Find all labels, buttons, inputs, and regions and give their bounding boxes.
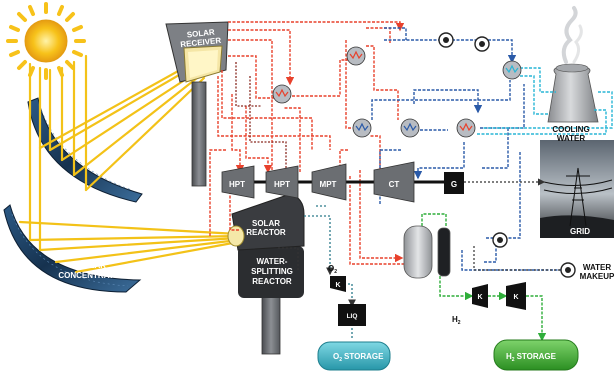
pump-1-icon [439,33,453,47]
grid-image [540,140,614,238]
solar-concentrator-label-line1: SOLAR [78,261,106,270]
liq-label: LIQ [347,313,358,320]
separator-vessel [404,226,432,278]
water-makeup-label-line2: MAKEUP [580,272,615,281]
h2-stream-label: H2 [452,315,461,326]
pump-4-icon [561,263,575,277]
sun-icon [8,4,84,78]
pump-2-icon [475,37,489,51]
heat-exchanger-1 [273,85,291,103]
generator-label: G [451,180,457,189]
heat-exchanger-3 [353,119,371,137]
water-splitting-label-line3: REACTOR [252,277,292,286]
compressor-o2-label: K [335,282,340,289]
cooling-water-label-line1: COOLING [552,125,589,134]
heat-exchangers [273,47,521,137]
cold-stream-lines [372,28,562,270]
solar-concentrator-label-line2: CONCENTRATOR [58,271,125,280]
cooling-tower [548,8,598,122]
water-splitting-label-line2: SPLITTING [251,267,293,276]
ct-label: CT [389,180,400,189]
column-vessel [438,228,450,276]
hpt-2-label: HPT [274,180,290,189]
heat-exchanger-2 [347,47,365,65]
steam-lines [236,62,286,172]
heat-exchanger-4 [401,119,419,137]
pump-3-icon [493,233,507,247]
heat-exchanger-5 [457,119,475,137]
o2-stream-label: O2 [328,264,337,275]
water-splitting-label-line1: WATER- [257,257,288,266]
solar-reactor-label-line1: SOLAR [252,219,280,228]
grid-label: GRID [570,227,590,236]
water-makeup-label-line1: WATER [583,263,612,272]
mpt-label: MPT [320,180,337,189]
hpt-1-label: HPT [229,180,245,189]
compressor-h2-1-label: K [477,294,482,301]
cooling-water-label-line2: WATER [557,134,586,143]
heat-exchanger-6 [503,61,521,79]
solar-reactor-label-line2: REACTOR [246,228,286,237]
compressor-h2-2-label: K [513,294,518,301]
